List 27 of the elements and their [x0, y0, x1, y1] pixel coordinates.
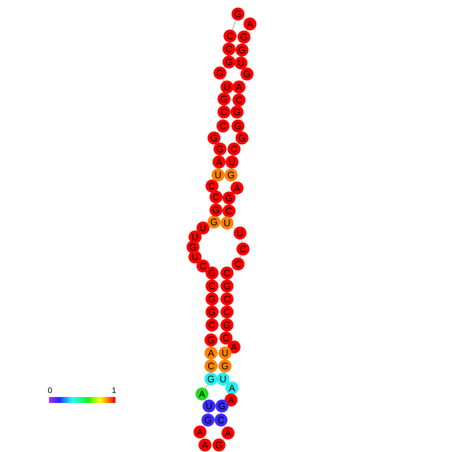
node-label: C — [213, 194, 220, 200]
backbone-line — [222, 78, 224, 82]
backbone-line — [211, 331, 212, 334]
backbone-line — [218, 324, 221, 326]
backbone-line — [228, 349, 231, 351]
backbone-line — [205, 384, 208, 388]
backbone-line — [242, 18, 246, 20]
node-label: U — [192, 234, 198, 240]
backbone-line — [222, 438, 224, 440]
backbone-line — [241, 239, 242, 243]
node-label: C — [209, 182, 216, 190]
backbone-line — [224, 426, 226, 428]
backbone-line — [218, 272, 221, 274]
backbone-line — [193, 240, 195, 244]
backbone-line — [218, 131, 220, 133]
node-label: U — [192, 254, 198, 260]
backbone-line — [218, 298, 221, 300]
backbone-line — [217, 338, 220, 340]
backbone-line — [230, 99, 233, 100]
backbone-line — [193, 250, 195, 254]
backbone-line — [240, 255, 242, 258]
backbone-line — [225, 402, 228, 404]
backbone-line — [232, 226, 235, 230]
backbone-line — [232, 20, 236, 30]
node-label: G — [190, 244, 196, 250]
backbone-line — [206, 268, 209, 270]
backbone-line — [242, 79, 244, 82]
